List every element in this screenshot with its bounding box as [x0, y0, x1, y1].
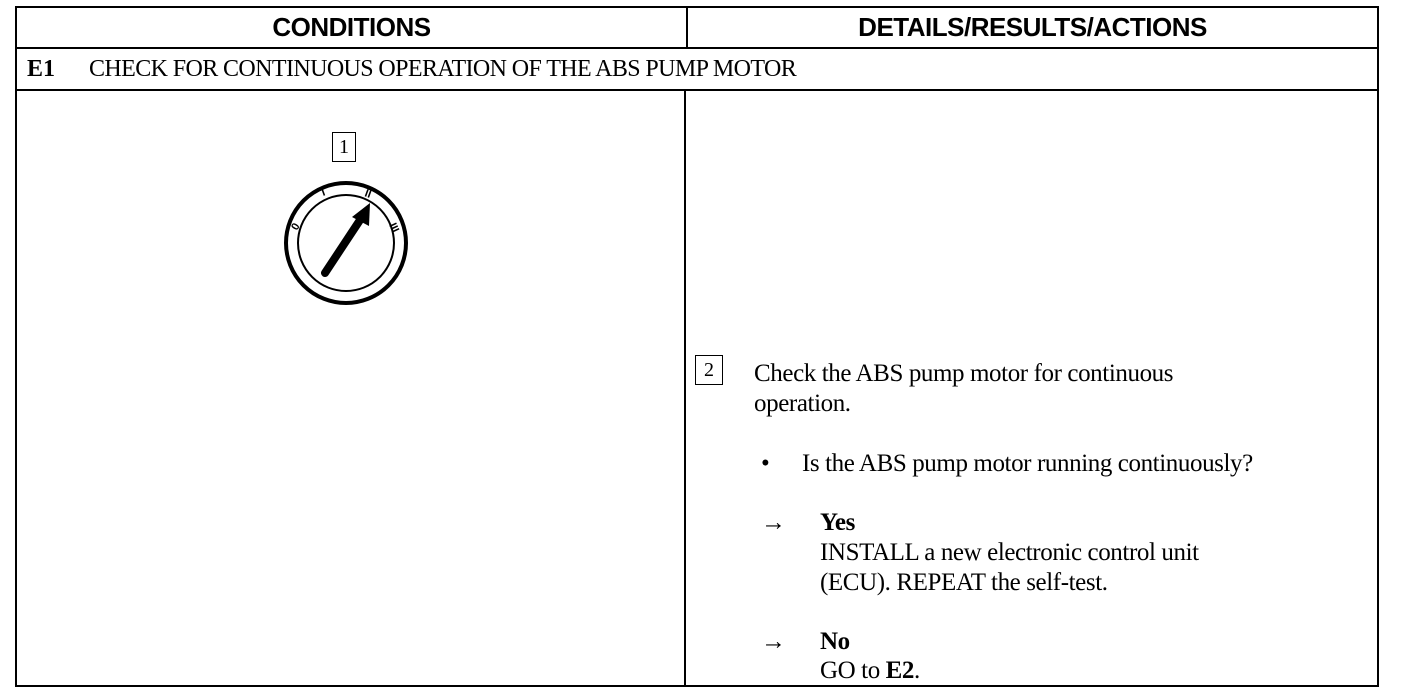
conditions-header: CONDITIONS: [17, 8, 688, 49]
callout-2: 2: [695, 355, 723, 385]
ignition-switch-icon: 0 I II III: [284, 181, 408, 305]
no-label: No: [820, 628, 850, 655]
instruction-line-1: Check the ABS pump motor for continuous: [754, 360, 1174, 387]
instruction-line-2: operation.: [754, 390, 851, 417]
yes-label: Yes: [820, 509, 855, 536]
no-action-suffix: .: [914, 657, 920, 684]
switch-position-1: I: [320, 186, 327, 198]
switch-position-0: 0: [289, 221, 302, 232]
step-id: E1: [27, 55, 56, 82]
no-action-target-link[interactable]: E2: [885, 657, 915, 684]
bullet: •: [761, 450, 770, 477]
diagnostic-table: CONDITIONS DETAILS/RESULTS/ACTIONS E1 CH…: [15, 6, 1379, 687]
no-action: GO to E2.: [820, 656, 920, 686]
yes-action-line-2: (ECU). REPEAT the self-test.: [820, 569, 1108, 596]
yes-action-line-1: INSTALL a new electronic control unit: [820, 539, 1199, 566]
switch-position-2: II: [363, 188, 373, 201]
step-title: CHECK FOR CONTINUOUS OPERATION OF THE AB…: [89, 55, 797, 82]
switch-position-3: III: [386, 221, 401, 234]
no-arrow-icon: →: [761, 628, 786, 655]
details-header: DETAILS/RESULTS/ACTIONS: [688, 8, 1377, 49]
column-divider: [684, 91, 686, 685]
no-action-prefix: GO to: [820, 657, 886, 684]
yes-arrow-icon: →: [761, 509, 786, 536]
callout-1: 1: [332, 132, 356, 162]
question-text: Is the ABS pump motor running continuous…: [802, 450, 1253, 477]
step-row: E1 CHECK FOR CONTINUOUS OPERATION OF THE…: [17, 49, 1377, 91]
